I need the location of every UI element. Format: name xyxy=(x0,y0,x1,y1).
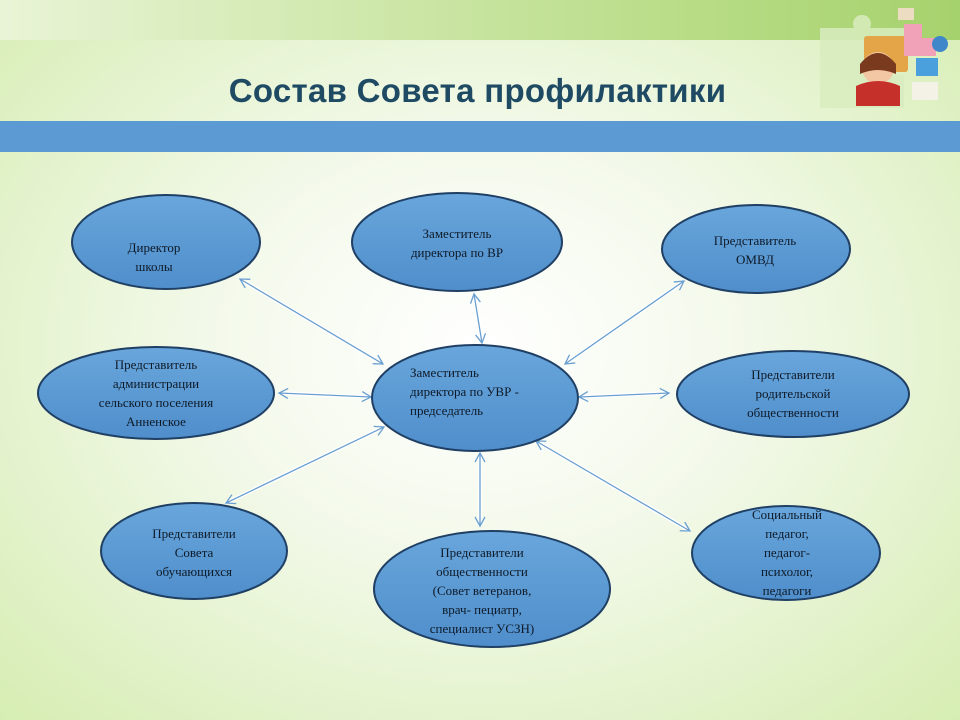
node-public xyxy=(373,530,611,648)
node-students xyxy=(100,502,288,600)
puzzle-collage-icon xyxy=(820,8,948,108)
arrow-parents xyxy=(577,387,671,403)
node-text-admin: Представитель администрации сельского по… xyxy=(98,357,214,429)
node-label-students: Представители Совета обучающихся xyxy=(124,524,264,581)
top-band xyxy=(0,0,960,40)
node-ellipses xyxy=(37,192,910,648)
arrow-admin xyxy=(277,387,373,403)
node-center xyxy=(371,344,579,452)
node-label-public: Представители общественности (Совет вете… xyxy=(402,543,562,638)
node-text-center: Заместитель директора по УВР - председат… xyxy=(410,365,519,418)
node-deputy-vr xyxy=(351,192,563,292)
arrow-social xyxy=(534,439,692,533)
node-label-deputy-vr: Заместитель директора по ВР xyxy=(382,224,532,262)
node-text-omvd: Представитель ОМВД xyxy=(713,233,797,267)
node-label-director: Директор школы xyxy=(104,238,204,276)
node-social xyxy=(691,505,881,601)
node-text-parents: Представители родительской общественност… xyxy=(747,367,839,420)
arrow-deputy-vr xyxy=(469,292,487,345)
node-text-director: Директор школы xyxy=(127,240,181,274)
node-admin xyxy=(37,346,275,440)
node-label-center: Заместитель директора по УВР - председат… xyxy=(410,363,570,420)
arrow-director xyxy=(238,277,385,366)
node-label-social: Социальный педагог, педагог- психолог, п… xyxy=(712,505,862,600)
node-omvd xyxy=(661,204,851,294)
node-director xyxy=(71,194,261,290)
arrow-students xyxy=(224,425,386,505)
node-text-public: Представители общественности (Совет вете… xyxy=(429,545,535,636)
connector-arrows xyxy=(224,277,692,533)
node-text-students: Представители Совета обучающихся xyxy=(152,526,236,579)
arrow-omvd xyxy=(563,279,686,366)
node-label-parents: Представители родительской общественност… xyxy=(718,365,868,422)
node-text-social: Социальный педагог, педагог- психолог, п… xyxy=(751,507,823,598)
node-label-admin: Представитель администрации сельского по… xyxy=(66,355,246,431)
title-bar xyxy=(0,121,960,152)
node-label-omvd: Представитель ОМВД xyxy=(680,231,830,269)
node-text-deputy-vr: Заместитель директора по ВР xyxy=(410,226,504,260)
page-title: Состав Совета профилактики xyxy=(228,72,727,109)
node-parents xyxy=(676,350,910,438)
